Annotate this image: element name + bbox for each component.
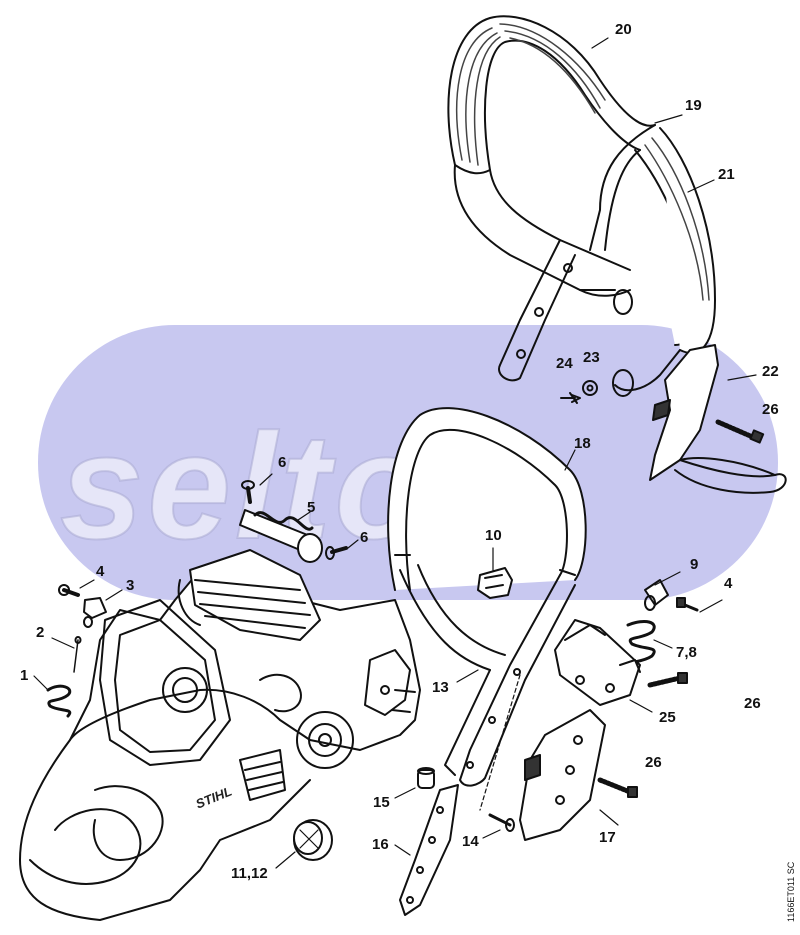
callout-25: 25 — [659, 709, 676, 726]
callout-16: 16 — [372, 836, 389, 853]
callout-6: 6 — [278, 454, 287, 471]
callout-26-low: 26 — [645, 754, 662, 771]
callout-21: 21 — [718, 166, 735, 183]
callout-24: 24 — [556, 355, 573, 372]
callout-26: 26 — [762, 401, 779, 418]
callout-18: 18 — [574, 435, 591, 452]
callout-26-mid: 26 — [744, 695, 761, 712]
handlebar-top — [447, 15, 716, 397]
callout-4-right: 4 — [724, 575, 733, 592]
callout-17: 17 — [599, 829, 616, 846]
callout-10: 10 — [485, 527, 502, 544]
callout-15: 15 — [373, 794, 390, 811]
callout-23: 23 — [583, 349, 600, 366]
callout-14: 14 — [462, 833, 479, 850]
callout-13: 13 — [432, 679, 449, 696]
callout-3: 3 — [126, 577, 135, 594]
callout-6b: 6 — [360, 529, 369, 546]
callout-1: 1 — [20, 667, 29, 684]
callout-20: 20 — [615, 21, 632, 38]
callout-11-12: 11,12 — [231, 865, 268, 882]
front-handle — [387, 407, 587, 787]
callout-22: 22 — [762, 363, 779, 380]
engine-housing — [19, 549, 421, 921]
callout-9: 9 — [690, 556, 699, 573]
drawing-code: 1166ET011 SC — [786, 861, 796, 922]
callout-2: 2 — [36, 624, 45, 641]
callout-5: 5 — [307, 499, 316, 516]
callout-7-8: 7,8 — [676, 644, 697, 661]
callout-19: 19 — [685, 97, 702, 114]
callout-4-left: 4 — [96, 563, 105, 580]
